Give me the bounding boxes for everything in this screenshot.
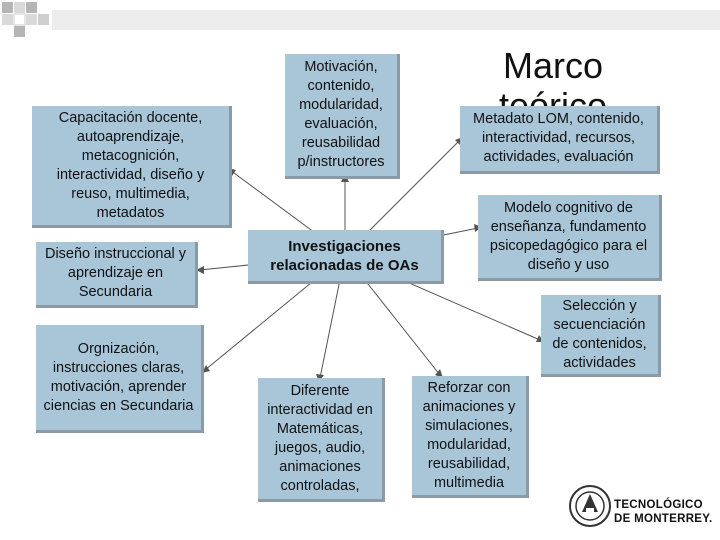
node-organizacion-text: Orgnización, instrucciones claras, motiv… bbox=[43, 340, 194, 414]
corner-squares-icon bbox=[2, 2, 49, 37]
arrowhead-icon bbox=[202, 365, 210, 373]
node-metadato-text: Metadato LOM, contenido, interactividad,… bbox=[473, 111, 644, 165]
node-center: Investigaciones relacionadas de OAs bbox=[248, 230, 444, 284]
page-title: Marco teórico bbox=[498, 46, 608, 106]
node-diferente: Diferente interactividad en Matemáticas,… bbox=[258, 378, 385, 502]
node-capacitacion-text: Capacitación docente, autoaprendizaje, m… bbox=[56, 109, 205, 221]
arrowhead-icon bbox=[196, 266, 204, 274]
node-reforzar-text: Reforzar con animaciones y simulaciones,… bbox=[422, 379, 516, 491]
node-modelo: Modelo cognitivo de enseñanza, fundament… bbox=[478, 195, 662, 281]
logo-line2: DE MONTERREY. bbox=[614, 513, 713, 525]
node-diferente-text: Diferente interactividad en Matemáticas,… bbox=[267, 382, 373, 494]
node-organizacion: Orgnización, instrucciones claras, motiv… bbox=[36, 325, 204, 433]
node-seleccion: Selección y secuenciación de contenidos,… bbox=[541, 295, 661, 377]
tec-logo-icon bbox=[569, 485, 611, 527]
arrowhead-icon bbox=[435, 369, 443, 378]
node-motivacion: Motivación, contenido, modularidad, eval… bbox=[285, 54, 400, 179]
node-capacitacion: Capacitación docente, autoaprendizaje, m… bbox=[32, 106, 232, 228]
header-bar bbox=[52, 10, 720, 30]
node-seleccion-text: Selección y secuenciación de contenidos,… bbox=[552, 297, 647, 371]
node-diseno-text: Diseño instruccional y aprendizaje en Se… bbox=[44, 246, 187, 300]
node-reforzar: Reforzar con animaciones y simulaciones,… bbox=[412, 376, 529, 498]
node-modelo-text: Modelo cognitivo de enseñanza, fundament… bbox=[489, 199, 648, 273]
node-metadato: Metadato LOM, contenido, interactividad,… bbox=[460, 106, 660, 174]
logo-line1: TECNOLÓGICO bbox=[614, 499, 703, 511]
page-title-container: Marco teórico bbox=[478, 46, 628, 106]
node-motivacion-text: Motivación, contenido, modularidad, eval… bbox=[297, 59, 385, 170]
node-diseno-instruccional: Diseño instruccional y aprendizaje en Se… bbox=[36, 242, 198, 308]
node-center-text: Investigaciones relacionadas de OAs bbox=[270, 237, 419, 274]
logo-text: TECNOLÓGICO DE MONTERREY. bbox=[614, 498, 712, 526]
